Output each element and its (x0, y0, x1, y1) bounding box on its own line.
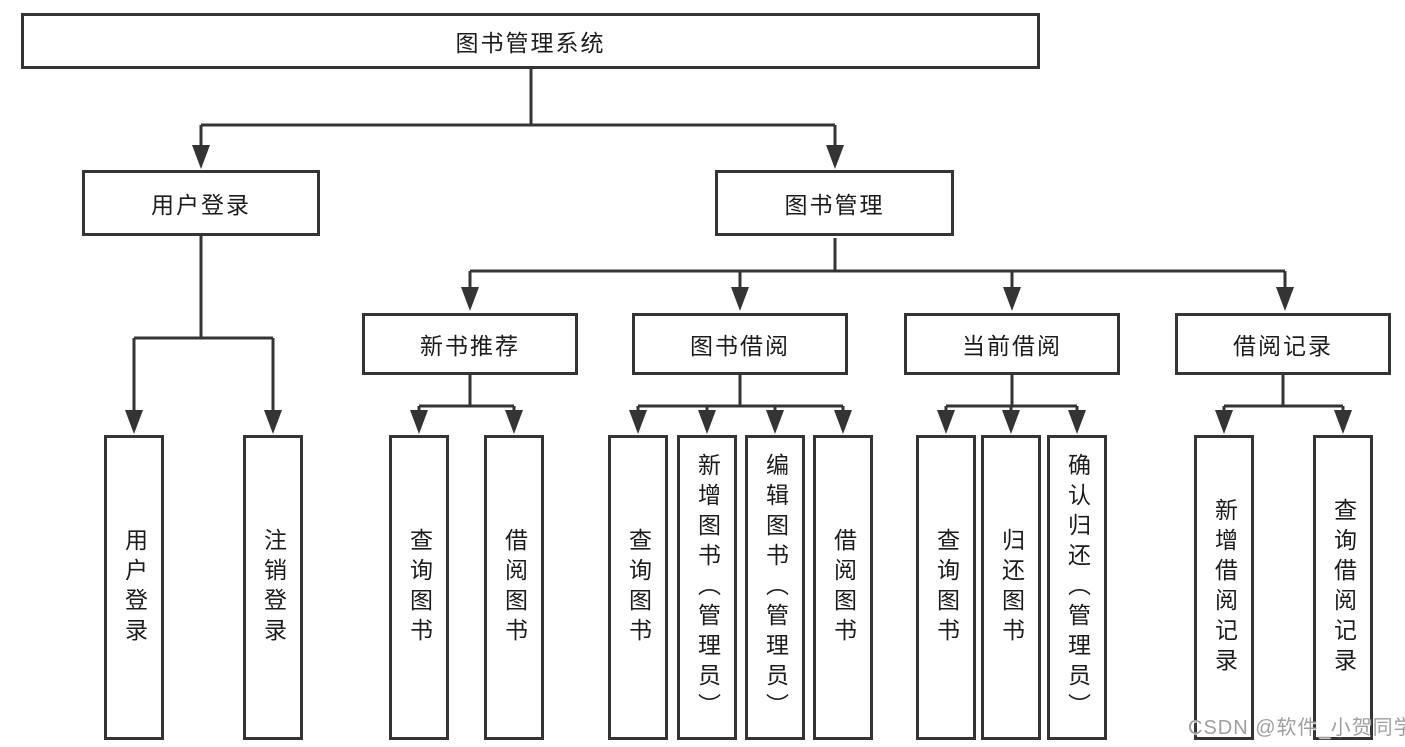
node-label: 编辑图书（管理员） (762, 452, 789, 723)
node-current-borrowing: 当前借阅 (904, 313, 1120, 375)
watermark: CSDN @软件_小贺同学 (1188, 717, 1405, 739)
node-borrowing-records: 借阅记录 (1175, 313, 1391, 375)
node-label: 查询图书 (406, 527, 433, 648)
leaf-add-book-admin: 新增图书（管理员） (677, 435, 737, 740)
node-label: 图书管理系统 (455, 30, 606, 56)
node-label: 借阅图书 (830, 527, 857, 648)
leaf-query-books-current: 查询图书 (916, 435, 976, 740)
node-new-book-recommendation: 新书推荐 (362, 313, 578, 375)
leaf-confirm-return-admin: 确认归还（管理员） (1047, 435, 1107, 740)
node-user-login: 用户登录 (82, 170, 320, 236)
node-library-management-system: 图书管理系统 (21, 13, 1040, 69)
leaf-query-borrow-record: 查询借阅记录 (1313, 435, 1373, 740)
node-label: 新增图书（管理员） (694, 452, 721, 723)
node-book-borrowing: 图书借阅 (632, 313, 848, 375)
node-label: 新增借阅记录 (1211, 497, 1238, 678)
node-label: 图书借阅 (690, 333, 790, 359)
node-label: 用户登录 (151, 192, 251, 218)
node-label: 注销登录 (260, 527, 287, 648)
node-label: 归还图书 (998, 527, 1025, 648)
node-label: 用户登录 (121, 527, 148, 648)
node-label: 查询借阅记录 (1330, 497, 1357, 678)
node-label: 查询图书 (625, 527, 652, 648)
node-label: 确认归还（管理员） (1064, 452, 1091, 723)
node-label: 当前借阅 (962, 333, 1062, 359)
leaf-logout: 注销登录 (243, 435, 303, 740)
node-label: 借阅记录 (1233, 333, 1333, 359)
leaf-add-borrow-record: 新增借阅记录 (1194, 435, 1254, 740)
leaf-borrow-books: 借阅图书 (813, 435, 873, 740)
leaf-return-book: 归还图书 (981, 435, 1041, 740)
leaf-edit-book-admin: 编辑图书（管理员） (745, 435, 805, 740)
node-label: 新书推荐 (420, 333, 520, 359)
leaf-query-books-borrow: 查询图书 (608, 435, 668, 740)
leaf-borrow-books-recommend: 借阅图书 (484, 435, 544, 740)
node-book-management: 图书管理 (715, 170, 954, 236)
node-label: 借阅图书 (501, 527, 528, 648)
node-label: 图书管理 (784, 192, 885, 218)
node-label: 查询图书 (933, 527, 960, 648)
leaf-query-books-recommend: 查询图书 (389, 435, 449, 740)
leaf-user-login: 用户登录 (104, 435, 164, 740)
